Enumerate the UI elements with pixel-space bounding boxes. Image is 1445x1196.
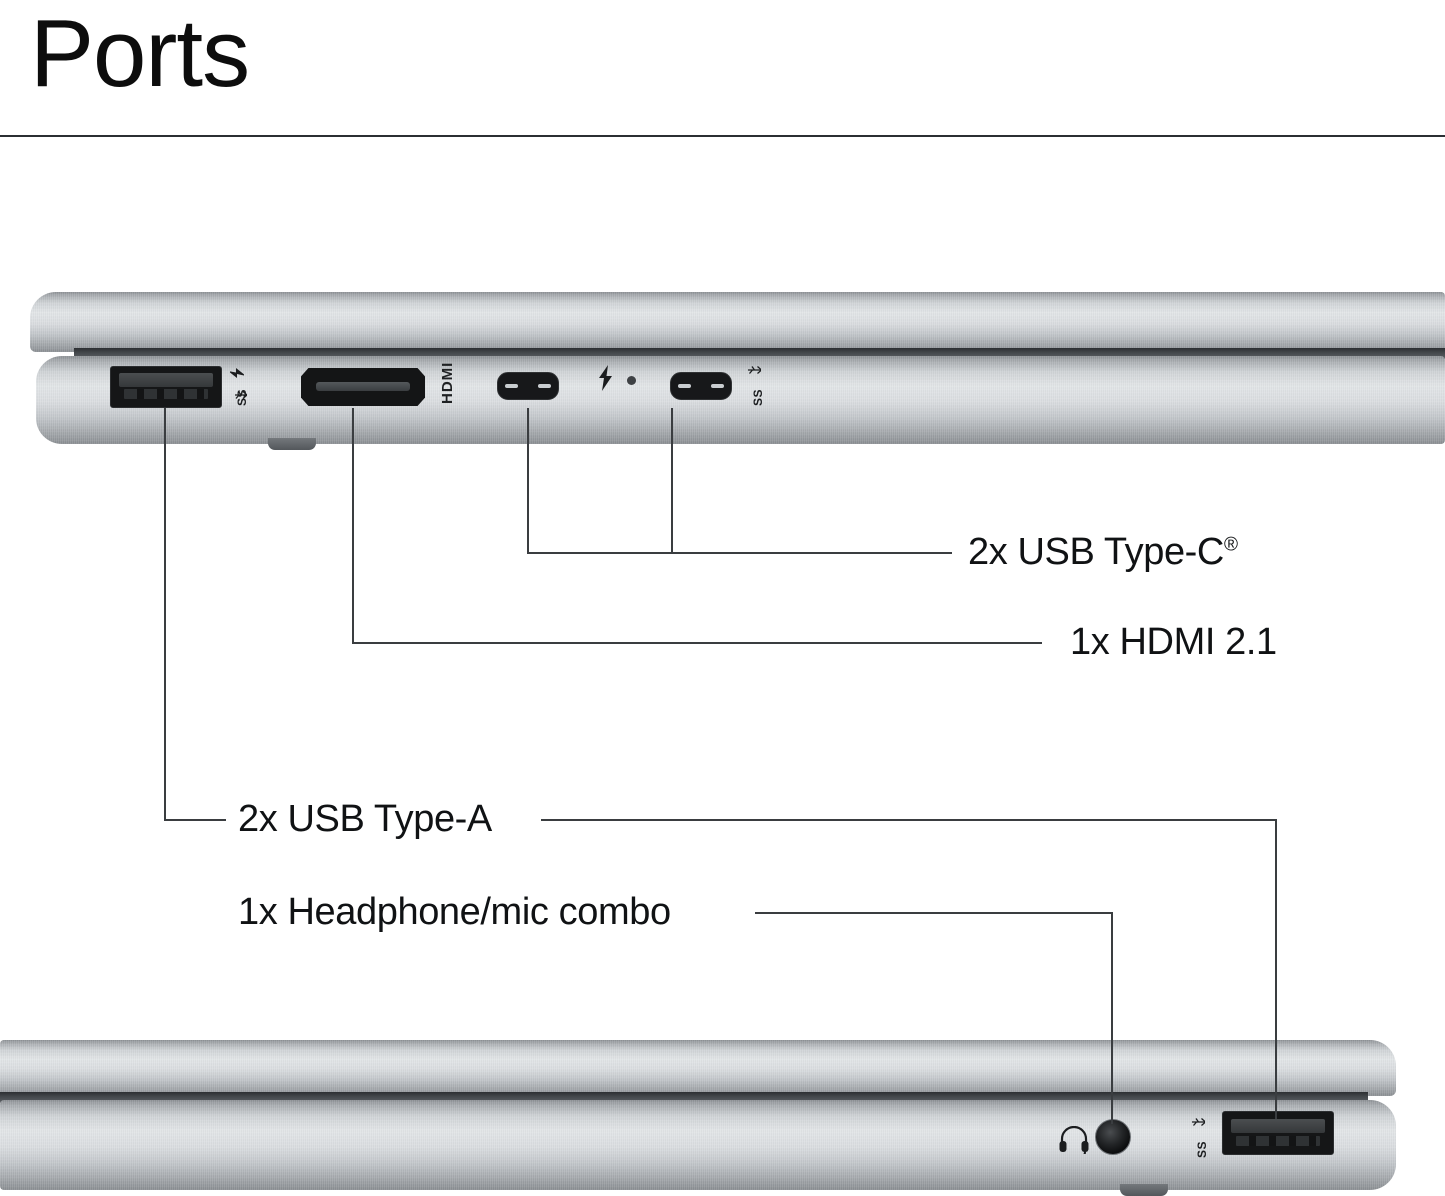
callout-text-usb-type-c: 2x USB Type-C (968, 531, 1224, 573)
callout-label-hdmi: 1x HDMI 2.1 (1070, 621, 1277, 663)
leader-hdmi-horizontal (352, 642, 1042, 644)
callout-label-usb-type-c: 2x USB Type-C® (968, 531, 1238, 574)
usb-trident-icon-top (235, 391, 247, 399)
usb-a-port-top (110, 366, 222, 408)
leader-usb-a-horizontal-left (164, 819, 226, 821)
leader-hdmi-vertical (352, 408, 354, 643)
leader-usb-c-horizontal (527, 552, 952, 554)
leader-usb-c-vertical-2 (671, 408, 673, 553)
laptop-lid (30, 292, 1445, 352)
leader-headphone-horizontal (755, 912, 1112, 914)
headphone-jack (1095, 1119, 1131, 1155)
leader-usb-c-vertical-1 (527, 408, 529, 553)
title-divider (0, 135, 1445, 137)
lid-base-seam (0, 1092, 1368, 1103)
leader-headphone-vertical (1111, 912, 1113, 1124)
usb-trident-icon-bottom (1192, 1118, 1205, 1126)
hinge-foot (1120, 1184, 1168, 1196)
laptop-bottom-right-edge-view: SS (0, 1040, 1400, 1196)
leader-usb-a-horizontal-right (541, 819, 1276, 821)
laptop-top-left-edge-view: SS HDMI SS (30, 292, 1445, 450)
usb-c-port-2 (670, 372, 732, 400)
led-indicator-dot (627, 376, 636, 385)
hdmi-port (301, 368, 425, 406)
headset-icon (1059, 1126, 1089, 1154)
laptop-base (0, 1100, 1396, 1190)
hdmi-marking-label: HDMI (439, 361, 456, 404)
usb-c-port-1 (497, 372, 559, 400)
superspeed-marking-usb-a-bottom: SS (1195, 1140, 1209, 1158)
leader-usb-a-vertical-left (164, 408, 166, 820)
hinge-foot (268, 438, 316, 450)
lightning-bolt-icon-usb-a-top (230, 368, 244, 378)
registered-trademark-symbol: ® (1223, 534, 1238, 556)
laptop-lid (0, 1040, 1396, 1096)
leader-usb-a-vertical-right (1275, 819, 1277, 1119)
usb-a-port-bottom (1222, 1111, 1334, 1155)
superspeed-marking-usb-c: SS (751, 388, 765, 406)
lid-base-seam (74, 348, 1445, 359)
callout-label-headphone-mic: 1x Headphone/mic combo (238, 891, 671, 933)
page-title: Ports (30, 0, 250, 107)
usb-trident-icon-usb-c (748, 366, 761, 374)
callout-label-usb-type-a: 2x USB Type-A (238, 798, 492, 840)
thunderbolt-icon (599, 365, 612, 391)
